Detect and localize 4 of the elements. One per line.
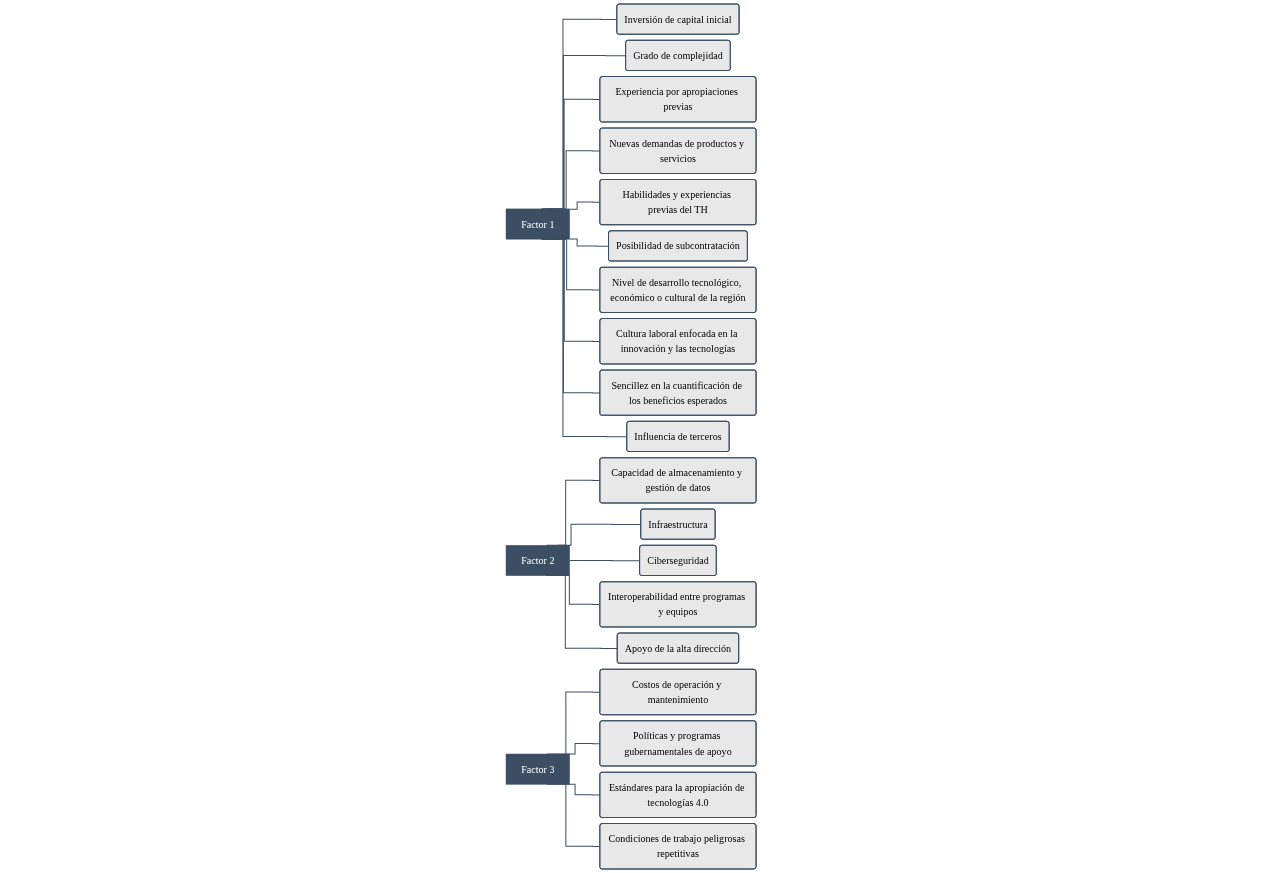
node-box: Factor 2 [506,545,571,576]
node-box: Factor 1 [506,208,571,240]
node-box: Factor 3 [506,753,571,785]
connector [569,560,641,562]
